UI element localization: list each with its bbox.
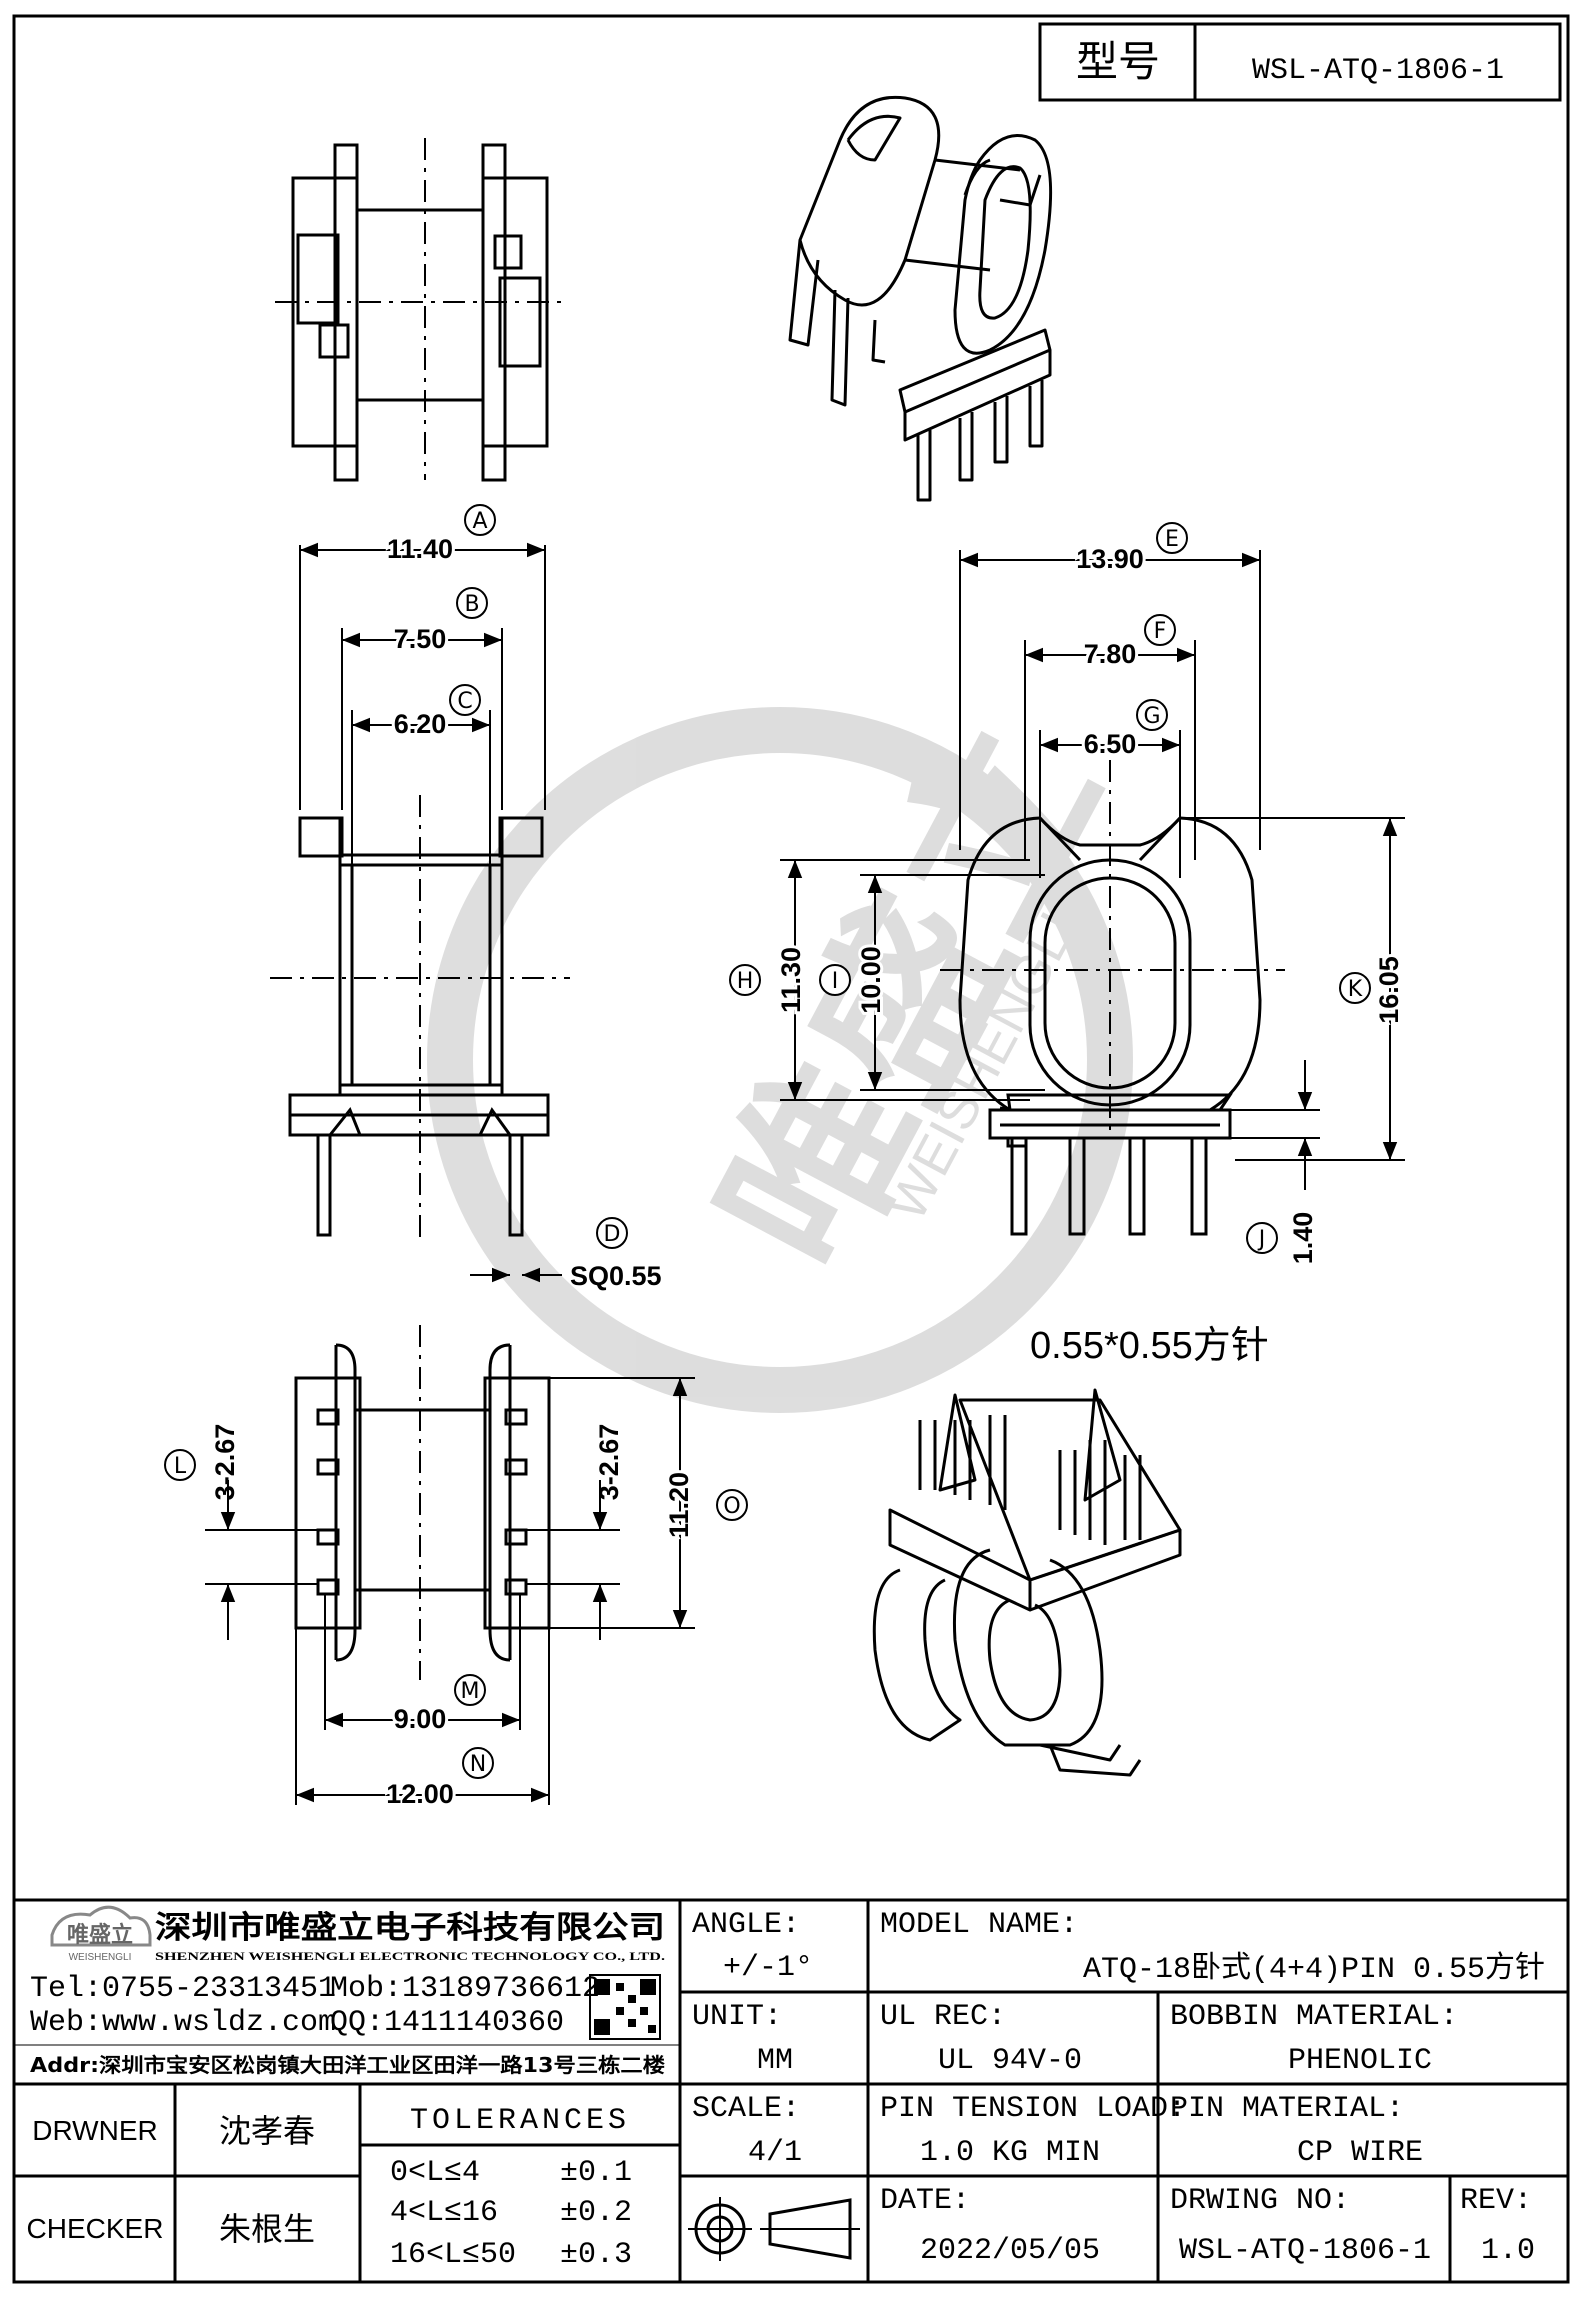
bobbin-material-value: PHENOLIC	[1288, 2044, 1432, 2078]
tol-range-3: 16<L≤50	[390, 2238, 516, 2272]
model-name-label: MODEL NAME:	[880, 1908, 1078, 1942]
dim-g-value: 6.50	[1084, 729, 1137, 759]
model-name-value: ATQ-18卧式(4+4)PIN 0.55方针	[1083, 1951, 1545, 1987]
sheet-border	[12, 14, 1570, 2284]
dim-i-value: 10.00	[856, 946, 886, 1014]
model-value: WSL-ATQ-1806-1	[1252, 54, 1504, 88]
angle-value: +/-1°	[723, 1951, 813, 1985]
dim-m-value: 9.00	[394, 1704, 447, 1734]
pin-material-label: PIN MATERIAL:	[1170, 2092, 1404, 2126]
projection-symbol-icon	[688, 2197, 860, 2261]
dim-f-value: 7.80	[1084, 639, 1137, 669]
drwing-no-label: DRWING NO:	[1170, 2184, 1350, 2218]
company-qq: QQ:1411140360	[330, 2006, 564, 2040]
company-tel: Tel:0755-23313451	[30, 1972, 336, 2006]
tolerances-label: TOLERANCES	[410, 2104, 630, 2138]
tol-value-3: ±0.3	[560, 2238, 632, 2272]
dim-n-value: 12.00	[386, 1779, 454, 1809]
dim-l-letter: L	[174, 1454, 187, 1479]
qr-code	[589, 1974, 661, 2040]
dim-k-value: 16.05	[1374, 956, 1404, 1024]
side-view	[940, 760, 1285, 1236]
drwner-value: 沈孝春	[219, 2112, 315, 2150]
company-logo: 唯盛立 WEISHENGLI	[50, 1905, 152, 1963]
dim-j-letter: J	[1257, 1227, 1266, 1252]
dim-d-letter: D	[604, 1222, 621, 1247]
date-label: DATE:	[880, 2184, 970, 2218]
dim-m-letter: M	[461, 1679, 480, 1704]
dim-l-value: 3-2.67	[210, 1424, 240, 1501]
dim-a-value: 11.40	[387, 534, 453, 564]
company-address: Addr:深圳市宝安区松岗镇大田洋工业区田洋一路13号三栋二楼	[30, 2053, 665, 2077]
pin-note: 0.55*0.55方针	[1030, 1325, 1269, 1367]
scale-label: SCALE:	[692, 2092, 800, 2126]
pin-tension-label: PIN TENSION LOAD:	[880, 2092, 1186, 2126]
checker-value: 朱根生	[219, 2210, 315, 2248]
dim-c-letter: C	[457, 689, 472, 714]
title-cells: ANGLE: +/-1° MODEL NAME: ATQ-18卧式(4+4)PI…	[688, 1908, 1545, 2268]
company-info: 唯盛立 WEISHENGLI 深圳市唯盛立电子科技有限公司 SHENZHEN W…	[30, 1905, 665, 2077]
dim-i-letter: I	[832, 969, 839, 994]
dim-f-letter: F	[1154, 619, 1167, 644]
model-header: 型号 WSL-ATQ-1806-1	[1038, 22, 1562, 102]
tol-range-1: 0<L≤4	[390, 2156, 480, 2190]
dim-k-letter: K	[1348, 977, 1363, 1002]
logo-cn: 唯盛立	[67, 1922, 133, 1948]
drwing-no-value: WSL-ATQ-1806-1	[1179, 2234, 1431, 2268]
company-mob: Mob:13189736612	[330, 1972, 600, 2006]
dimension-lines	[205, 542, 1405, 1805]
dim-h-value: 11.30	[776, 947, 806, 1013]
tol-range-2: 4<L≤16	[390, 2196, 498, 2230]
dim-o-letter: O	[723, 1494, 740, 1519]
ul-rec-label: UL REC:	[880, 2000, 1006, 2034]
company-name-cn: 深圳市唯盛立电子科技有限公司	[155, 1910, 665, 1946]
ul-rec-value: UL 94V-0	[938, 2044, 1082, 2078]
dim-b-letter: B	[464, 592, 479, 617]
logo-en: WEISHENGLI	[69, 1952, 132, 1963]
dim-j-value: 1.40	[1288, 1212, 1318, 1265]
unit-label: UNIT:	[692, 2000, 782, 2034]
sign-area: DRWNER 沈孝春 CHECKER 朱根生 TOLERANCES 0<L≤4 …	[27, 2104, 632, 2272]
dim-n-letter: N	[470, 1752, 486, 1777]
scale-value: 4/1	[748, 2136, 802, 2170]
dim-c-value: 6.20	[394, 709, 447, 739]
dim-b-value: 7.50	[394, 624, 447, 654]
rev-value: 1.0	[1481, 2234, 1535, 2268]
bottom-view	[294, 1325, 551, 1680]
bobbin-material-label: BOBBIN MATERIAL:	[1170, 2000, 1458, 2034]
isometric-view-top	[788, 95, 1053, 502]
rev-label: REV:	[1460, 2184, 1532, 2218]
date-value: 2022/05/05	[920, 2234, 1100, 2268]
front-view	[270, 795, 570, 1240]
unit-value: MM	[757, 2044, 793, 2078]
dim-l2-value: 3-2.67	[594, 1424, 624, 1501]
company-name-en: SHENZHEN WEISHENGLI ELECTRONIC TECHNOLOG…	[155, 1949, 665, 1963]
angle-label: ANGLE:	[692, 1908, 800, 1942]
dim-o-value: 11.20	[664, 1472, 694, 1538]
dimension-labels: 11.40 A 7.50 B 6.20 C SQ0.55 D 13.90 E 7…	[164, 504, 1407, 1812]
checker-label: CHECKER	[27, 2213, 164, 2244]
tol-value-2: ±0.2	[560, 2196, 632, 2230]
pin-tension-value: 1.0 KG MIN	[920, 2136, 1100, 2170]
dim-e-letter: E	[1165, 527, 1179, 552]
company-web: Web:www.wsldz.com	[30, 2006, 336, 2040]
drwner-label: DRWNER	[32, 2115, 157, 2146]
model-label: 型号	[1076, 37, 1160, 86]
dim-e-value: 13.90	[1076, 544, 1144, 574]
tol-value-1: ±0.1	[560, 2156, 632, 2190]
dim-d-value: SQ0.55	[570, 1261, 662, 1291]
pin-material-value: CP WIRE	[1297, 2136, 1423, 2170]
title-block	[14, 1898, 1568, 2282]
dim-a-letter: A	[472, 509, 487, 534]
isometric-view-bottom	[872, 1388, 1182, 1777]
top-view	[275, 138, 565, 482]
dim-g-letter: G	[1143, 704, 1160, 729]
dim-h-letter: H	[737, 969, 754, 994]
